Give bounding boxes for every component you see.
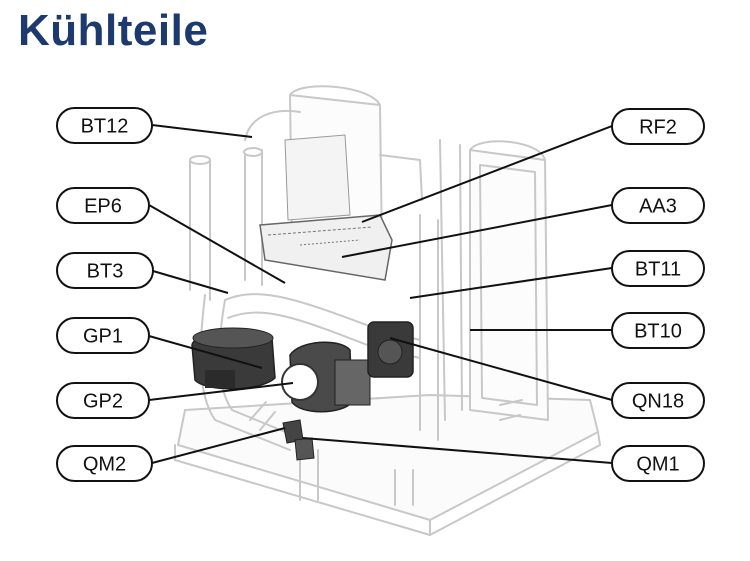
label-qm2: QM2: [56, 445, 153, 482]
leader-line-gp2: [148, 382, 294, 401]
label-qm1: QM1: [611, 445, 705, 482]
valves-qm: [282, 419, 315, 461]
leader-lines: [148, 124, 613, 464]
label-text-aa3: AA3: [639, 196, 677, 218]
pump-gp1: [191, 327, 276, 390]
pump-gp2: [281, 341, 371, 413]
label-bt10: BT10: [611, 312, 705, 349]
label-text-qm1: QM1: [636, 454, 679, 476]
leader-line-qn18: [389, 337, 613, 401]
leader-line-bt12: [151, 124, 253, 138]
leader-line-rf2: [361, 125, 613, 223]
page-title: Kühlteile: [18, 6, 209, 55]
machine-illustration: [174, 85, 601, 536]
label-text-ep6: EP6: [84, 196, 122, 218]
label-aa3: AA3: [611, 187, 705, 224]
leader-line-aa3: [341, 204, 613, 258]
leader-line-bt3: [152, 270, 229, 294]
label-text-bt10: BT10: [634, 321, 682, 343]
label-text-qn18: QN18: [632, 391, 684, 413]
label-text-rf2: RF2: [639, 117, 677, 139]
label-qn18: QN18: [611, 382, 705, 419]
label-bt3: BT3: [56, 252, 154, 289]
label-gp2: GP2: [56, 382, 150, 419]
label-gp1: GP1: [56, 317, 150, 354]
label-text-bt11: BT11: [635, 259, 681, 281]
leader-line-qm2: [151, 427, 286, 464]
electronics-board-aa3: [259, 134, 393, 281]
leader-line-bt11: [409, 267, 613, 299]
label-text-bt3: BT3: [87, 261, 124, 283]
valve-qn18: [367, 321, 414, 378]
label-text-gp2: GP2: [83, 391, 123, 413]
label-text-qm2: QM2: [83, 454, 126, 476]
label-rf2: RF2: [611, 108, 705, 145]
label-bt11: BT11: [611, 250, 705, 287]
label-text-bt12: BT12: [81, 116, 129, 138]
label-bt12: BT12: [56, 107, 153, 144]
leader-line-qm1: [302, 437, 613, 464]
label-ep6: EP6: [56, 187, 150, 224]
leader-line-ep6: [148, 204, 286, 284]
leader-line-gp1: [148, 335, 263, 369]
label-text-gp1: GP1: [83, 326, 123, 348]
